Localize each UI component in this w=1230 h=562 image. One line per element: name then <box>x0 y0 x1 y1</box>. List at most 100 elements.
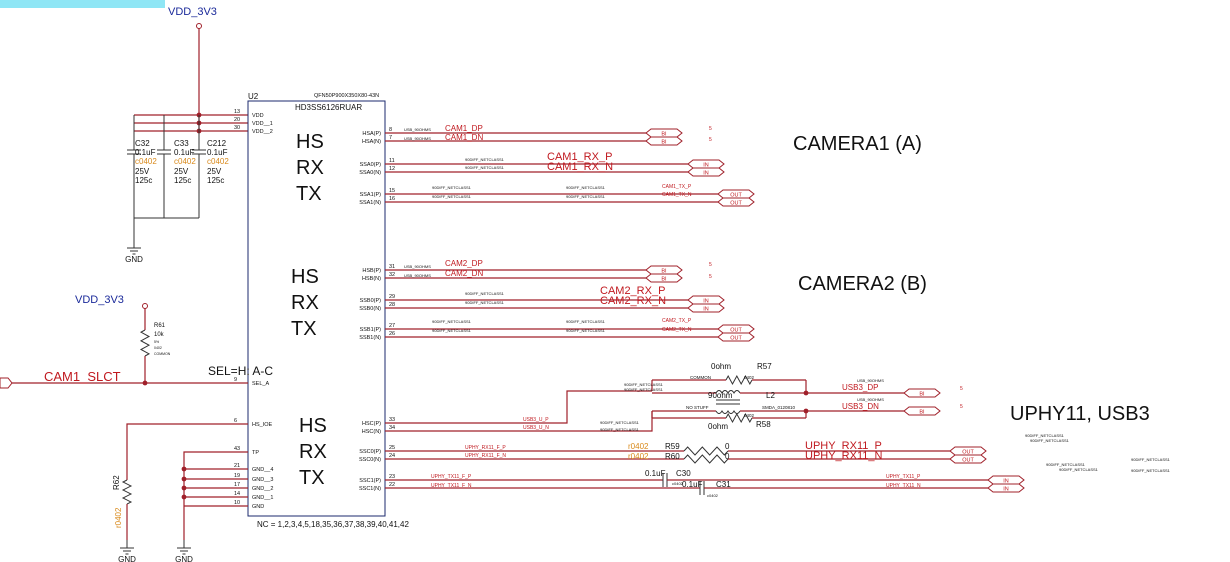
pin-number: 30 <box>234 125 240 131</box>
net-uphy-rx-n: UPHY_RX11_N <box>805 450 882 462</box>
c31-ref: C31 <box>716 480 731 489</box>
pin-number: 34 <box>389 425 395 431</box>
pin-name: HSA(N) <box>362 139 381 145</box>
uphy-usb3-title: UPHY11, USB3 <box>1010 403 1150 425</box>
cap-temp: 125c <box>207 176 224 185</box>
port-uphy-rx-n[interactable] <box>949 454 987 464</box>
r59-value: 0 <box>725 442 730 451</box>
pin-number: 24 <box>389 453 395 459</box>
ic-package: QFN50P900X350X80-43N <box>314 93 379 99</box>
net-cam1-rx-p: CAM1_RX_P <box>547 151 612 163</box>
junction-dot <box>181 466 187 472</box>
cap-temp: 125c <box>174 176 191 185</box>
r61-package: 0402 <box>154 346 162 350</box>
cap-temp: 125c <box>135 176 152 185</box>
pin-number: 16 <box>389 196 395 202</box>
port-cam2-txn[interactable] <box>717 332 755 342</box>
netclass-label: USB_90OHMS <box>404 273 431 278</box>
r61-tolerance: 5% <box>154 340 159 344</box>
sheet-ref: 5 <box>709 274 712 280</box>
port-label: IN <box>703 307 709 313</box>
pin-name: GND <box>252 504 264 510</box>
netclass-label: 90DIFF_NETCLASS1 <box>566 319 606 324</box>
pin-number: 17 <box>234 482 240 488</box>
r57-package: 0402 <box>744 375 755 380</box>
resistor-r60 <box>683 454 729 464</box>
netclass-label: 90DIFF_NETCLASS1 <box>1046 462 1086 467</box>
net-cam2-tx-p: CAM2_TX_P <box>662 318 692 324</box>
ic-ref: U2 <box>248 92 259 101</box>
netclass-label: 90DIFF_NETCLASS1 <box>1025 433 1065 438</box>
net-uphy-tx-p: UPHY_TX11_P <box>886 474 921 480</box>
group-label-tx: TX <box>299 467 325 489</box>
ground-label: GND <box>125 255 143 264</box>
r61-ref: R61 <box>154 323 166 329</box>
pin-number: 23 <box>389 474 395 480</box>
pin-name: SSC1(N) <box>359 486 381 492</box>
r62-ref: R62 <box>112 475 121 490</box>
wire <box>385 411 653 432</box>
l2-value: 90ohm <box>708 391 733 400</box>
pin-number: 43 <box>234 446 240 452</box>
net-cam1-tx-n: CAM1_TX_N <box>662 192 692 198</box>
pin-name: HSB(N) <box>362 276 381 282</box>
r60-value: 0 <box>725 452 730 461</box>
l2-part: SMDA_0120810 <box>762 405 796 410</box>
pin-number: 7 <box>389 135 392 141</box>
port-cam2-dn[interactable] <box>645 273 683 283</box>
port-cam1-slct[interactable] <box>0 377 13 389</box>
r57-ref: R57 <box>757 362 772 371</box>
group-label-rx: RX <box>299 441 327 463</box>
pin-name: SSA1(N) <box>359 200 381 206</box>
net-cam2-rx-p: CAM2_RX_P <box>600 285 665 297</box>
cap-package: c0402 <box>207 157 229 166</box>
netclass-label: 90DIFF_NETCLASS1 <box>624 387 664 392</box>
l2-note: NO STUFF <box>686 405 709 410</box>
sheet-ref: 5 <box>709 126 712 132</box>
port-label: IN <box>1003 479 1009 485</box>
net-usb3-u-n: USB3_U_N <box>523 425 549 431</box>
netclass-label: 90DIFF_NETCLASS1 <box>465 291 505 296</box>
port-usb3-dn[interactable] <box>903 406 941 416</box>
pin-name: HS_IOE <box>252 422 273 428</box>
pin-number: 10 <box>234 500 240 506</box>
netclass-label: 90DIFF_NETCLASS1 <box>566 194 606 199</box>
net-cam1-rx-n: CAM1_RX_N <box>547 161 613 173</box>
r62-package: r0402 <box>114 507 123 528</box>
ground-label: GND <box>118 555 136 562</box>
port-cam1-txn[interactable] <box>717 197 755 207</box>
cap-ref: C33 <box>174 139 189 148</box>
wire <box>183 451 248 540</box>
cap-package: c0402 <box>135 157 157 166</box>
port-cam2-rxn[interactable] <box>687 303 725 313</box>
pin-number: 21 <box>234 463 240 469</box>
net-uphy-rx-f-p: UPHY_RX11_F_P <box>465 445 506 451</box>
r58-package: 0402 <box>744 413 755 418</box>
port-cam1-dn[interactable] <box>645 136 683 146</box>
resistor-r58 <box>725 412 753 424</box>
port-label: BI <box>919 392 925 398</box>
port-usb3-dp[interactable] <box>903 388 941 398</box>
port-uphy-tx-n[interactable] <box>987 483 1025 493</box>
port-cam1-rxn[interactable] <box>687 167 725 177</box>
port-label: IN <box>703 171 709 177</box>
r57-value: 0ohm <box>711 362 731 371</box>
netclass-label: 90DIFF_NETCLASS1 <box>600 427 640 432</box>
netclass-label: 90DIFF_NETCLASS1 <box>1059 467 1099 472</box>
pin-name: VDD__2 <box>252 129 273 135</box>
selection-highlight <box>0 0 165 8</box>
pin-name: GND__3 <box>252 477 273 483</box>
junction-dot <box>142 380 148 386</box>
camera2-title: CAMERA2 (B) <box>798 273 927 295</box>
inductor-l2-top <box>715 390 741 394</box>
resistor-r59 <box>683 446 729 456</box>
cap-voltage: 25V <box>207 167 222 176</box>
port-label: IN <box>1003 487 1009 493</box>
resistor-r62 <box>121 479 133 505</box>
ic-nc-note: NC = 1,2,3,4,5,18,35,36,37,38,39,40,41,4… <box>257 520 409 529</box>
net-cam2-tx-n: CAM2_TX_N <box>662 327 692 333</box>
pin-number: 32 <box>389 272 395 278</box>
pin-name: SSC0(N) <box>359 457 381 463</box>
r61-note: COMMON <box>154 352 171 356</box>
